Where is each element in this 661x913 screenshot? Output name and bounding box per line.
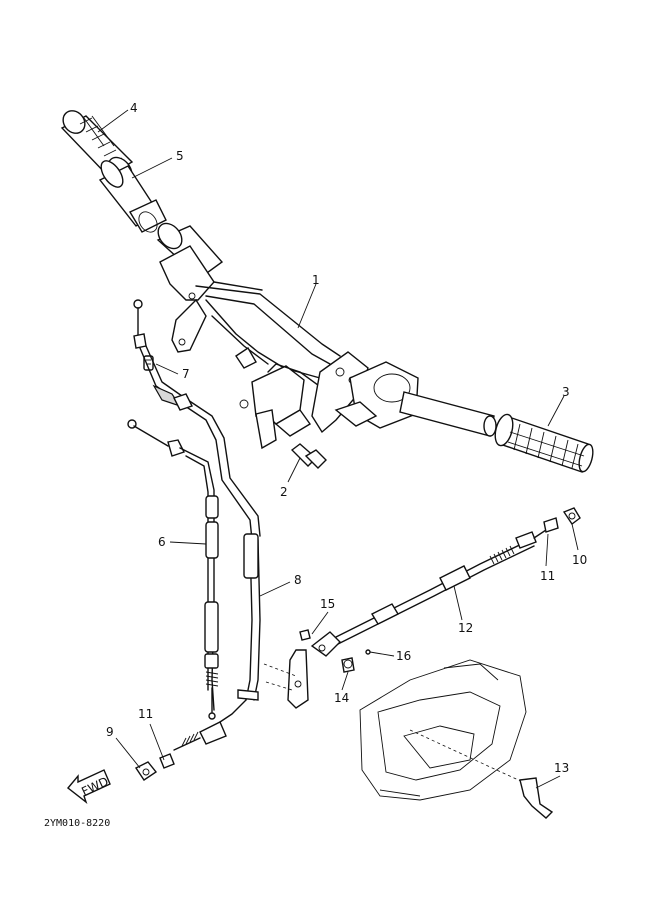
- handlebar: [156, 222, 497, 450]
- callout-12: 12: [458, 621, 473, 635]
- callout-3: 3: [562, 385, 570, 399]
- callout-13: 13: [554, 761, 569, 775]
- callout-6: 6: [158, 535, 166, 549]
- cable-joint-right: [543, 507, 581, 533]
- callout-4: 4: [130, 101, 138, 115]
- throttle-cable-right: [173, 533, 261, 751]
- callout-9: 9: [106, 725, 114, 739]
- callout-8: 8: [294, 573, 302, 587]
- bolt: [290, 443, 327, 469]
- reference-code: 2YM010-8220: [44, 818, 110, 829]
- callout-15: 15: [320, 597, 335, 611]
- callout-labels: 4 5 1 3 7 2 6 8 15 12 16 14 11 10 11 9 1…: [44, 101, 587, 829]
- right-grip: [494, 413, 594, 473]
- clutch-cable: [329, 529, 547, 647]
- callout-5: 5: [176, 149, 184, 163]
- callout-10: 10: [572, 553, 587, 567]
- throttle-grip-tube: [98, 160, 167, 233]
- callout-1: 1: [312, 273, 320, 287]
- callout-11-right: 11: [540, 569, 555, 583]
- forward-arrow-icon: [66, 769, 111, 804]
- leader-lines: [97, 109, 579, 789]
- engine-case-outline: [359, 659, 541, 801]
- callout-14: 14: [334, 691, 349, 705]
- throttle-cable-upper: [133, 299, 261, 541]
- callout-7: 7: [182, 367, 190, 381]
- callout-16: 16: [396, 649, 411, 663]
- fwd-label: FWD: [79, 774, 110, 799]
- callout-2: 2: [280, 485, 288, 499]
- clutch-arm: [519, 777, 554, 819]
- callout-11-left: 11: [138, 707, 153, 721]
- throttle-cable-lower: [127, 419, 219, 720]
- cable-bracket: [263, 629, 371, 709]
- cable-joint-left: [134, 753, 175, 781]
